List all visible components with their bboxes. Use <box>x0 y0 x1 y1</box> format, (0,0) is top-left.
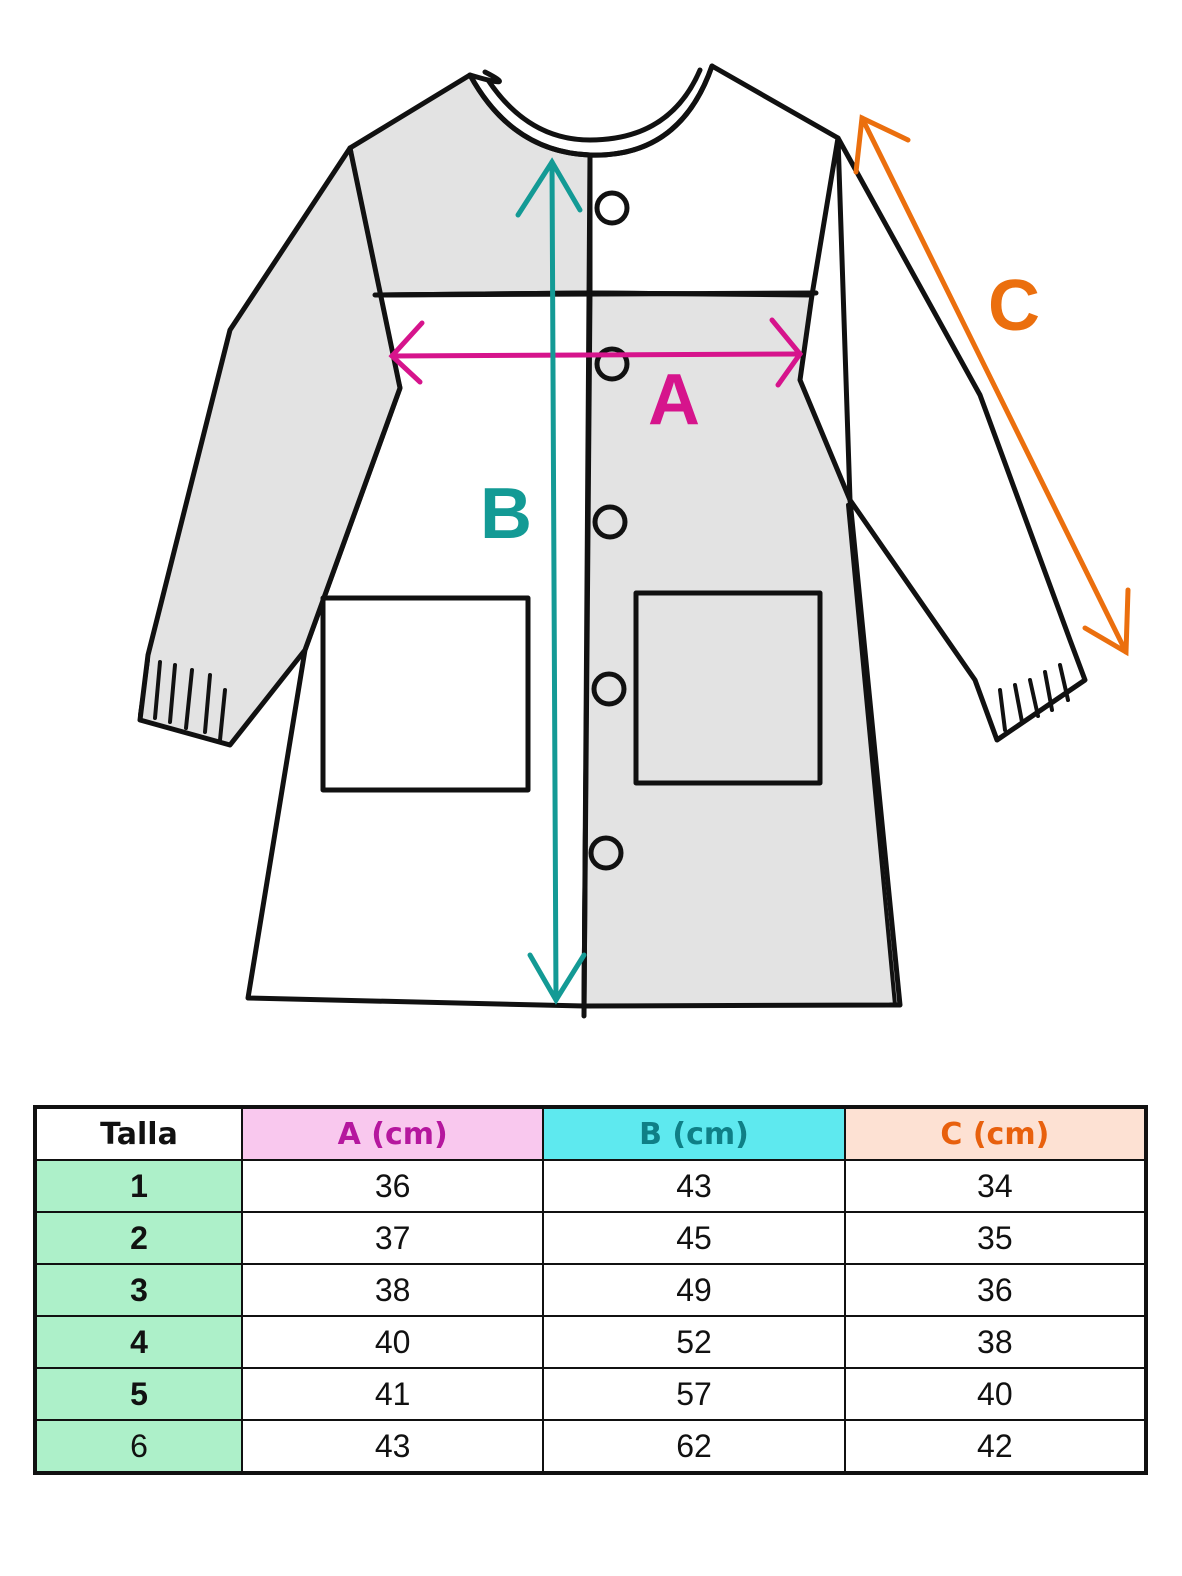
header-talla: Talla <box>34 1106 243 1161</box>
button <box>594 190 630 226</box>
right-pocket <box>633 590 823 786</box>
c-cell: 34 <box>843 1159 1148 1213</box>
size-table: Talla A (cm) B (cm) C (cm) 1 36 43 34 2 … <box>33 1105 1148 1475</box>
talla-cell: 2 <box>34 1211 243 1265</box>
b-cell: 49 <box>542 1263 846 1317</box>
left-cuff-gathers <box>138 658 227 742</box>
header-c: C (cm) <box>843 1106 1148 1161</box>
measure-c-line <box>859 115 1129 655</box>
talla-cell: 5 <box>34 1367 243 1421</box>
measure-a-arrow-right <box>769 317 804 388</box>
measure-b <box>515 157 587 1005</box>
label-b: B <box>480 474 532 554</box>
right-cuff-gathers <box>998 663 1070 732</box>
talla-cell: 4 <box>34 1315 243 1369</box>
right-sleeve <box>835 135 1088 743</box>
b-cell: 57 <box>542 1367 846 1421</box>
talla-cell: 6 <box>34 1419 243 1474</box>
header-a: A (cm) <box>240 1106 545 1161</box>
c-cell: 38 <box>843 1315 1148 1369</box>
right-yoke <box>587 63 841 298</box>
header-b: B (cm) <box>542 1106 846 1161</box>
table-row: 5 41 57 40 <box>34 1367 1148 1421</box>
table-row: 2 37 45 35 <box>34 1211 1148 1265</box>
button <box>591 671 627 707</box>
a-cell: 36 <box>240 1159 545 1213</box>
table-row: 3 38 49 36 <box>34 1263 1148 1317</box>
left-sleeve <box>137 145 403 748</box>
a-cell: 43 <box>240 1419 545 1474</box>
measure-b-line <box>549 159 559 1003</box>
label-c: C <box>988 266 1040 346</box>
b-cell: 43 <box>542 1159 846 1213</box>
yoke-seam <box>372 290 819 298</box>
c-cell: 36 <box>843 1263 1148 1317</box>
measure-c-arrow-top <box>853 114 911 175</box>
placket-line <box>581 152 593 1019</box>
talla-cell: 1 <box>34 1159 243 1213</box>
measure-a-line <box>389 351 803 359</box>
table-header-row: Talla A (cm) B (cm) C (cm) <box>34 1106 1148 1161</box>
table-row: 4 40 52 38 <box>34 1315 1148 1369</box>
c-cell: 40 <box>843 1367 1148 1421</box>
button <box>592 504 628 540</box>
table-row: 6 43 62 42 <box>34 1419 1148 1474</box>
b-cell: 62 <box>542 1419 846 1474</box>
b-cell: 45 <box>542 1211 846 1265</box>
a-cell: 40 <box>240 1315 545 1369</box>
button <box>588 835 624 871</box>
measure-a <box>388 317 804 388</box>
neckband-inner <box>485 67 703 143</box>
table-row: 1 36 43 34 <box>34 1159 1148 1213</box>
measure-b-arrow-bottom <box>527 952 587 1005</box>
b-cell: 52 <box>542 1315 846 1369</box>
garment-drawing <box>137 63 1088 1019</box>
left-side-seam <box>246 648 307 1000</box>
measure-a-arrow-left <box>388 320 425 385</box>
measure-c-arrow-bottom <box>1082 587 1131 657</box>
c-cell: 35 <box>843 1211 1148 1265</box>
label-a: A <box>648 360 700 440</box>
measure-c <box>853 114 1131 657</box>
a-cell: 37 <box>240 1211 545 1265</box>
a-cell: 41 <box>240 1367 545 1421</box>
garment-diagram: A B C <box>137 63 1131 1019</box>
a-cell: 38 <box>240 1263 545 1317</box>
c-cell: 42 <box>843 1419 1148 1474</box>
talla-cell: 3 <box>34 1263 243 1317</box>
button <box>594 346 630 382</box>
left-pocket <box>320 595 531 793</box>
measure-b-arrow-top <box>515 157 583 218</box>
right-side-seam <box>846 503 897 1007</box>
